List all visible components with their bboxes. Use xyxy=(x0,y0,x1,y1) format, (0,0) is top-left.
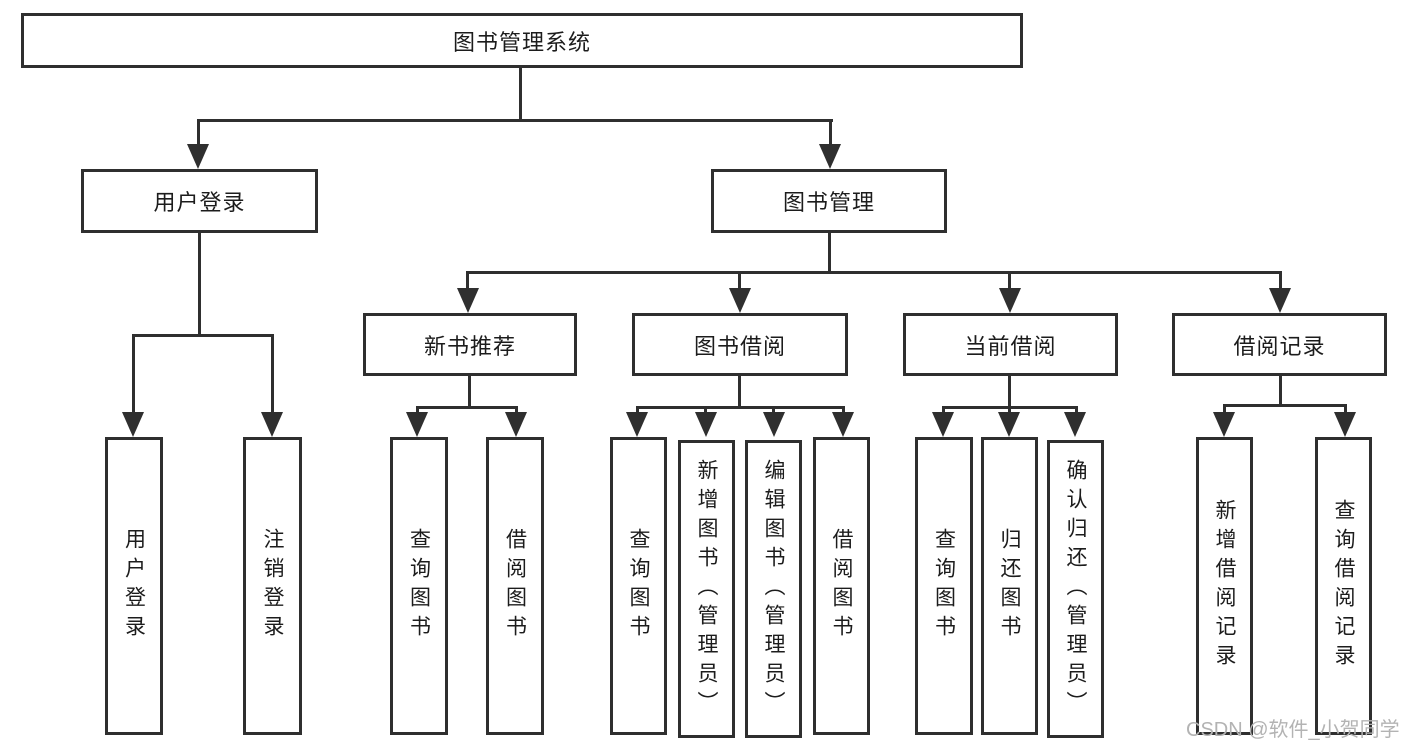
connector-leaf-stem xyxy=(416,406,419,416)
connector-level2-stem xyxy=(466,271,469,291)
connector-leaf-stem xyxy=(515,406,518,416)
node-current-borrow-label: 当前借阅 xyxy=(964,333,1057,359)
connector-leaf-stem xyxy=(772,406,775,416)
arrow-down-icon xyxy=(819,144,841,169)
arrow-down-icon xyxy=(1269,288,1291,313)
node-borrow-records-label: 借阅记录 xyxy=(1233,333,1326,359)
arrow-down-icon xyxy=(1334,412,1356,437)
leaf-query-books-label: 查询图书 xyxy=(407,528,431,644)
connector-leaf-stem xyxy=(704,406,707,416)
connector-records-down xyxy=(1279,376,1282,407)
leaf-query-books-current: 查询图书 xyxy=(915,437,973,735)
connector-borrow-down xyxy=(738,376,741,409)
csdn-watermark: CSDN @软件_小贺同学 xyxy=(1186,719,1400,741)
connector-borrow-hline xyxy=(636,406,845,409)
leaf-add-books-admin: 新增图书（管理员） xyxy=(678,440,735,738)
leaf-user-login-label: 用户登录 xyxy=(122,528,146,644)
arrow-down-icon xyxy=(832,412,854,437)
leaf-query-books-label: 查询图书 xyxy=(932,528,956,644)
leaf-query-books-label: 查询图书 xyxy=(627,528,650,644)
arrow-down-icon xyxy=(1064,412,1086,437)
node-new-book-recommend-label: 新书推荐 xyxy=(423,333,516,359)
node-user-login: 用户登录 xyxy=(81,169,318,233)
leaf-query-borrow-record: 查询借阅记录 xyxy=(1315,437,1372,735)
node-book-management-label: 图书管理 xyxy=(782,190,875,215)
arrow-down-icon xyxy=(187,144,209,169)
node-user-login-label: 用户登录 xyxy=(153,190,246,215)
arrow-down-icon xyxy=(1213,412,1235,437)
node-library-management-system-label: 图书管理系统 xyxy=(452,29,591,55)
leaf-edit-books-admin-label: 编辑图书（管理员） xyxy=(762,458,785,720)
leaf-borrow-books-label: 借阅图书 xyxy=(503,528,527,644)
leaf-edit-books-admin: 编辑图书（管理员） xyxy=(745,440,802,738)
connector-book-management-down xyxy=(828,233,831,273)
connector-book-management-stem xyxy=(829,119,832,146)
arrow-down-icon xyxy=(932,412,954,437)
connector-leaf-stem xyxy=(1075,406,1078,416)
connector-user-login-stem xyxy=(197,119,200,146)
connector-leaf-stem xyxy=(942,406,945,416)
leaf-query-borrow-record-label: 查询借阅记录 xyxy=(1332,499,1355,673)
connector-level2-stem xyxy=(738,271,741,291)
leaf-return-books: 归还图书 xyxy=(981,437,1038,735)
connector-leaf-stem xyxy=(636,406,639,416)
leaf-add-borrow-record-label: 新增借阅记录 xyxy=(1213,499,1236,673)
connector-user-login-down xyxy=(198,233,201,337)
leaf-confirm-return-admin: 确认归还（管理员） xyxy=(1047,440,1104,738)
node-book-borrow-label: 图书借阅 xyxy=(693,333,786,359)
node-borrow-records: 借阅记录 xyxy=(1172,313,1387,376)
leaf-confirm-return-admin-label: 确认归还（管理员） xyxy=(1064,458,1087,720)
arrow-down-icon xyxy=(998,412,1020,437)
arrow-down-icon xyxy=(626,412,648,437)
connector-level2-stem xyxy=(1279,271,1282,291)
leaf-add-books-admin-label: 新增图书（管理员） xyxy=(695,458,718,720)
leaf-borrow-books-recommend: 借阅图书 xyxy=(486,437,544,735)
arrow-down-icon xyxy=(763,412,785,437)
connector-leaf-stem xyxy=(132,334,135,414)
connector-recommend-hline xyxy=(416,406,518,409)
leaf-return-books-label: 归还图书 xyxy=(998,528,1021,644)
arrow-down-icon xyxy=(457,288,479,313)
leaf-user-login: 用户登录 xyxy=(105,437,163,735)
arrow-down-icon xyxy=(406,412,428,437)
leaf-add-borrow-record: 新增借阅记录 xyxy=(1196,437,1253,735)
arrow-down-icon xyxy=(505,412,527,437)
connector-root-hline xyxy=(197,119,833,122)
connector-user-login-hline xyxy=(132,334,274,337)
connector-records-hline xyxy=(1223,404,1347,407)
connector-leaf-stem xyxy=(1344,404,1347,416)
leaf-query-books-recommend: 查询图书 xyxy=(390,437,448,735)
arrow-down-icon xyxy=(695,412,717,437)
connector-current-down xyxy=(1008,376,1011,409)
connector-root-stem xyxy=(519,68,522,120)
leaf-borrow-books: 借阅图书 xyxy=(813,437,870,735)
connector-level2-stem xyxy=(1008,271,1011,291)
node-library-management-system: 图书管理系统 xyxy=(21,13,1023,68)
connector-leaf-stem xyxy=(1223,404,1226,416)
arrow-down-icon xyxy=(999,288,1021,313)
leaf-logout: 注销登录 xyxy=(243,437,302,735)
node-book-borrow: 图书借阅 xyxy=(632,313,848,376)
leaf-borrow-books-label: 借阅图书 xyxy=(830,528,853,644)
node-book-management: 图书管理 xyxy=(711,169,947,233)
connector-leaf-stem xyxy=(1008,406,1011,416)
arrow-down-icon xyxy=(729,288,751,313)
node-new-book-recommend: 新书推荐 xyxy=(363,313,577,376)
connector-book-management-hline xyxy=(466,271,1282,274)
connector-leaf-stem xyxy=(842,406,845,416)
arrow-down-icon xyxy=(122,412,144,437)
leaf-logout-label: 注销登录 xyxy=(261,528,284,644)
connector-recommend-down xyxy=(468,376,471,409)
arrow-down-icon xyxy=(261,412,283,437)
node-current-borrow: 当前借阅 xyxy=(903,313,1118,376)
connector-leaf-stem xyxy=(271,334,274,414)
leaf-query-books-borrow: 查询图书 xyxy=(610,437,667,735)
